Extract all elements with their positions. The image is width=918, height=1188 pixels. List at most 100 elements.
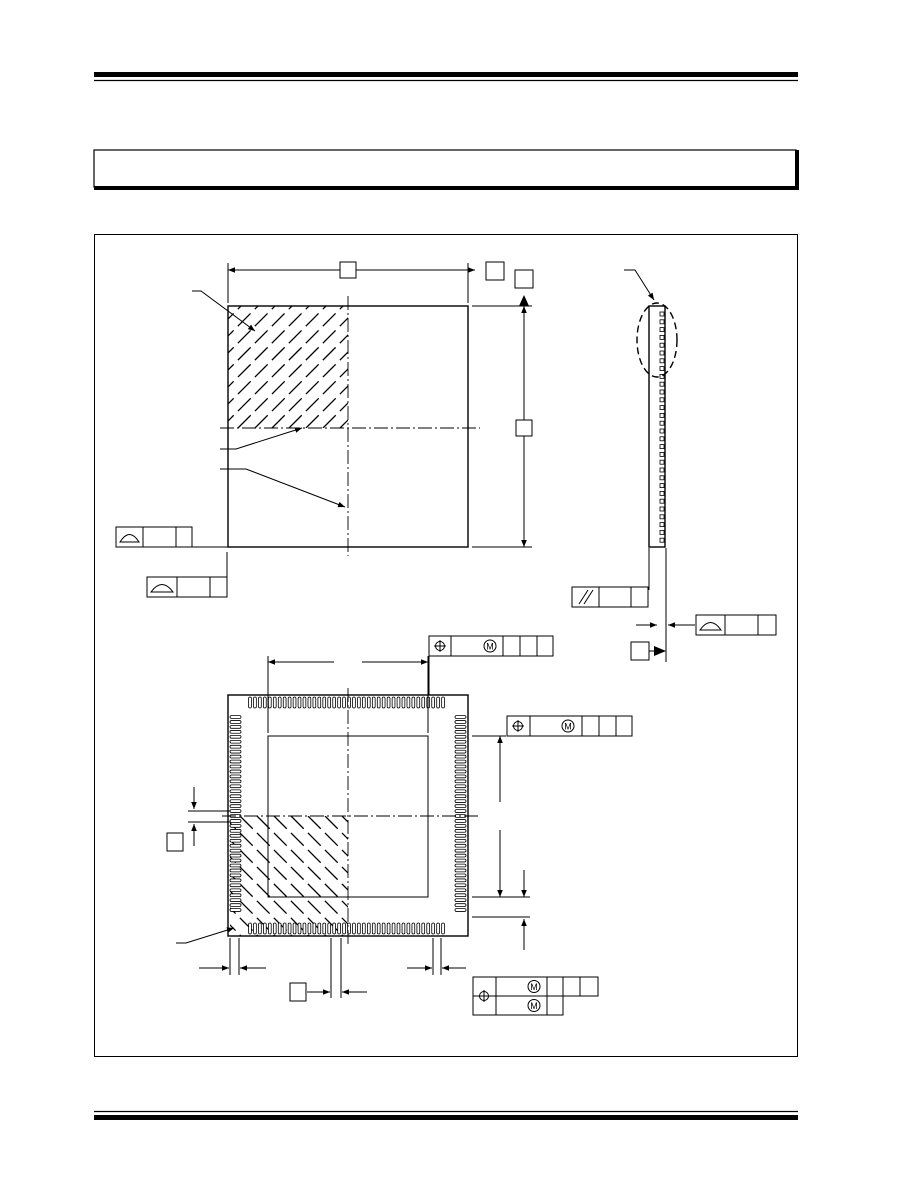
hatch-line (273, 816, 348, 891)
land-pad (229, 715, 242, 719)
datum-box-side (630, 641, 650, 661)
parallelism-fcf (571, 586, 649, 608)
land-pad (307, 696, 312, 709)
land-pad (327, 696, 331, 709)
position-fcf-right: M (506, 715, 633, 737)
land-pad (396, 922, 401, 935)
side-lead (659, 475, 665, 481)
side-lead (659, 412, 665, 418)
land-pad (386, 696, 391, 709)
header-rule (94, 72, 798, 82)
land-pad (229, 779, 242, 784)
hatch-line (271, 351, 348, 428)
land-pad (454, 749, 467, 754)
top-view-hatch (85, 306, 496, 428)
mmc-icon: M (561, 719, 575, 733)
land-pad (229, 908, 242, 912)
land-pad (366, 922, 371, 935)
land-pad (406, 922, 411, 935)
mmc-icon: M (527, 999, 541, 1012)
land-pad (454, 819, 467, 823)
profile-of-surface-icon (699, 622, 722, 631)
land-pad (229, 804, 242, 808)
land-pad (337, 922, 341, 935)
land-pad (229, 824, 242, 828)
land-pad (416, 922, 421, 935)
land-pad (366, 696, 371, 709)
land-pad (229, 784, 242, 789)
land-pad (454, 804, 467, 808)
land-pad (229, 858, 242, 863)
hatch-line (322, 402, 348, 428)
land-pad (253, 922, 257, 935)
datum-box-pitch (166, 832, 184, 852)
title-bar (93, 149, 799, 190)
land-pad (371, 922, 376, 935)
land-pad (229, 883, 242, 888)
hatch-line (374, 306, 496, 428)
hatch-line (357, 306, 479, 428)
land-pad (229, 868, 242, 873)
land-pad (272, 696, 277, 709)
land-pad (401, 922, 406, 935)
side-lead (659, 451, 665, 457)
land-pad (396, 696, 401, 709)
land-pad (411, 922, 416, 935)
side-lead (659, 358, 665, 364)
hatch-line (239, 816, 348, 925)
land-pad (229, 764, 242, 769)
land-pad (229, 848, 242, 853)
land-pad (282, 922, 287, 935)
land-pad (253, 696, 257, 709)
hatch-line (228, 306, 344, 422)
land-pad (229, 873, 242, 878)
land-pad (282, 696, 287, 709)
land-pad (454, 848, 467, 853)
land-pad (416, 696, 421, 709)
bottom-view: M M (166, 635, 633, 1016)
land-pad (229, 819, 242, 823)
land-pad (332, 922, 336, 935)
land-pad (391, 696, 396, 709)
side-lead (659, 530, 665, 535)
land-pad (302, 696, 307, 709)
land-pad (454, 834, 467, 838)
svg-text:M: M (486, 642, 494, 652)
land-pad (454, 893, 467, 897)
datum-box-width (339, 261, 357, 279)
land-pad (454, 725, 467, 729)
land-pad (454, 878, 467, 883)
bottom-view-lands (229, 696, 467, 935)
land-pad (371, 696, 376, 709)
land-pad (272, 922, 277, 935)
datum-box-top (514, 269, 534, 289)
position-icon (434, 640, 446, 652)
hatch-line (237, 317, 348, 428)
land-pad (229, 893, 242, 897)
side-view-leads (659, 311, 665, 543)
side-lead (659, 514, 665, 520)
land-pad (454, 769, 467, 774)
hatch-line (341, 816, 348, 823)
land-pad (454, 903, 467, 907)
hatch-line (85, 306, 207, 428)
side-lead (659, 506, 665, 512)
land-pad (258, 696, 262, 709)
land-pad (376, 922, 381, 935)
land-pad (229, 903, 242, 907)
land-pad (292, 696, 297, 709)
side-lead (659, 366, 665, 372)
land-pad (229, 853, 242, 858)
land-pad (229, 829, 242, 833)
land-pad (441, 922, 445, 935)
land-pad (258, 922, 262, 935)
side-lead (659, 381, 665, 387)
side-lead (659, 537, 665, 543)
land-pad (229, 878, 242, 883)
hatch-line (307, 816, 348, 857)
land-pad (454, 764, 467, 769)
side-lead (659, 459, 665, 465)
position-fcf-composite: M M (472, 976, 599, 1016)
land-pad (322, 696, 327, 709)
